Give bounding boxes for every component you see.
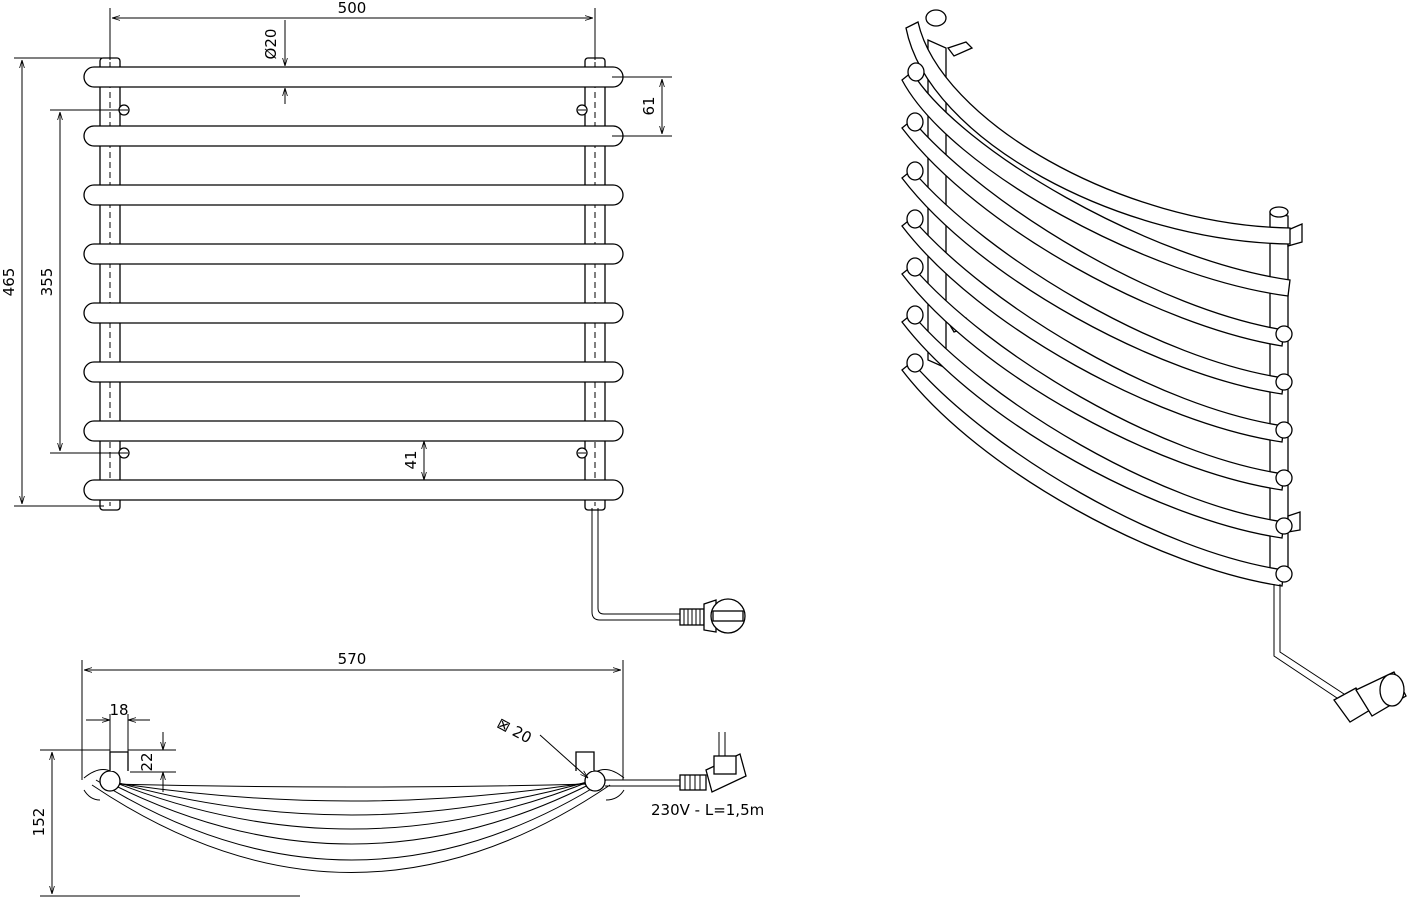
bracket-width-18-label: 18 — [109, 701, 128, 719]
height-465-label: 465 — [0, 268, 18, 297]
iso-bars — [901, 9, 1293, 587]
iso-cable — [1273, 584, 1341, 701]
width-570-label: 570 — [338, 650, 367, 668]
bar — [83, 184, 624, 206]
left-bracket — [109, 751, 129, 771]
front-view: 500 465 355 Ø20 61 41 — [0, 0, 746, 634]
bar — [83, 420, 624, 442]
mount-spacing-355-label: 355 — [38, 268, 56, 297]
iso-bracket — [946, 41, 974, 57]
bar — [83, 125, 624, 147]
bar — [83, 243, 624, 265]
bar — [83, 361, 624, 383]
right-bracket — [575, 751, 595, 771]
plug-top-icon — [679, 732, 747, 793]
bar — [83, 66, 624, 88]
bar — [83, 479, 624, 501]
depth-152-label: 152 — [30, 808, 48, 837]
power-spec-label: 230V - L=1,5m — [651, 801, 764, 819]
bar — [83, 302, 624, 324]
width-500-label: 500 — [338, 0, 367, 17]
horizontal-bars — [83, 66, 624, 501]
right-post-section — [584, 770, 606, 792]
bottom-gap-41-label: 41 — [402, 450, 420, 469]
mount-brackets — [118, 104, 588, 459]
bracket-depth-22-label: 22 — [138, 752, 156, 771]
isometric-view — [901, 9, 1407, 723]
left-post-section — [99, 770, 121, 792]
top-gap-61-label: 61 — [640, 96, 658, 115]
iso-plug-icon — [1333, 671, 1407, 723]
power-cable — [591, 508, 680, 621]
tube-diameter-label: Ø20 — [262, 29, 280, 60]
plug-icon — [679, 598, 746, 634]
top-view: 570 18 22 152 ⊠ 20 230V - L=1,5m — [30, 650, 764, 897]
curved-bar — [91, 784, 611, 873]
square-tube-label: ⊠ 20 — [494, 714, 535, 747]
